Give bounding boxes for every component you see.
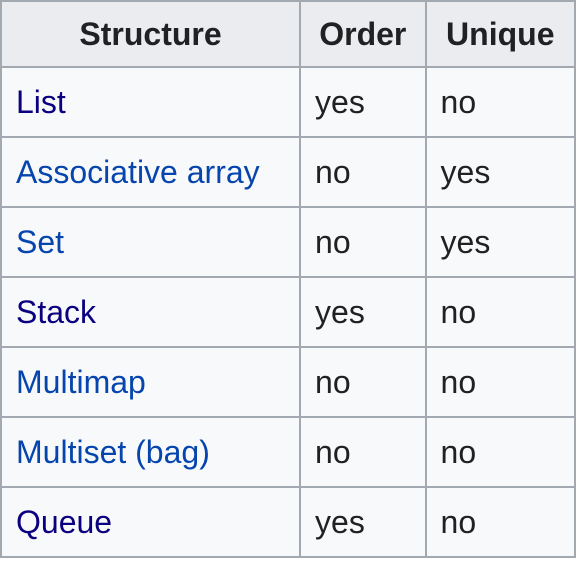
unique-cell: no xyxy=(424,66,577,138)
table-row: Multimap no no xyxy=(0,346,577,418)
order-cell: no xyxy=(299,136,427,208)
table-row: Multiset (bag) no no xyxy=(0,416,577,488)
header-order: Order xyxy=(299,0,427,68)
structure-cell: Associative array xyxy=(0,136,302,208)
structure-link-set[interactable]: Set xyxy=(16,223,65,260)
unique-cell: no xyxy=(424,276,577,348)
table-row: Queue yes no xyxy=(0,486,577,558)
table-row: Set no yes xyxy=(0,206,577,278)
order-cell: no xyxy=(299,416,427,488)
structure-link-stack[interactable]: Stack xyxy=(16,293,97,330)
structure-cell: Stack xyxy=(0,276,302,348)
structure-link-associative-array[interactable]: Associative array xyxy=(16,153,260,190)
header-structure: Structure xyxy=(0,0,302,68)
table-row: List yes no xyxy=(0,66,577,138)
unique-cell: yes xyxy=(424,206,577,278)
header-unique: Unique xyxy=(424,0,577,68)
order-cell: no xyxy=(299,206,427,278)
unique-cell: yes xyxy=(424,136,577,208)
structure-link-multimap[interactable]: Multimap xyxy=(16,363,146,400)
structure-cell: Multimap xyxy=(0,346,302,418)
structure-cell: Multiset (bag) xyxy=(0,416,302,488)
structure-cell: Queue xyxy=(0,486,302,558)
table-row: Stack yes no xyxy=(0,276,577,348)
structure-link-list[interactable]: List xyxy=(16,83,66,120)
structure-link-multiset[interactable]: Multiset (bag) xyxy=(16,433,210,470)
data-structures-table: Structure Order Unique List yes no Assoc… xyxy=(0,0,577,558)
header-row: Structure Order Unique xyxy=(0,0,577,68)
order-cell: yes xyxy=(299,486,427,558)
order-cell: yes xyxy=(299,276,427,348)
order-cell: no xyxy=(299,346,427,418)
order-cell: yes xyxy=(299,66,427,138)
table-row: Associative array no yes xyxy=(0,136,577,208)
unique-cell: no xyxy=(424,416,577,488)
structure-cell: List xyxy=(0,66,302,138)
unique-cell: no xyxy=(424,486,577,558)
structure-cell: Set xyxy=(0,206,302,278)
unique-cell: no xyxy=(424,346,577,418)
structure-link-queue[interactable]: Queue xyxy=(16,503,113,540)
